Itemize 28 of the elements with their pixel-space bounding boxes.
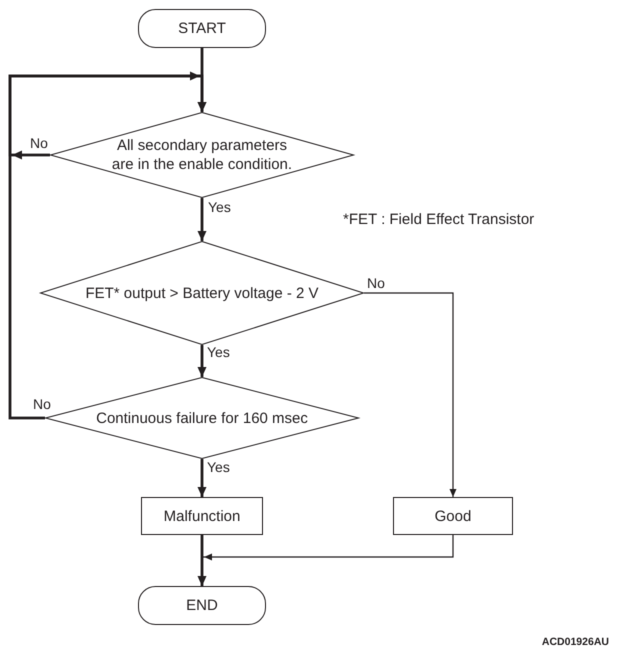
flow-arrow — [198, 198, 206, 241]
decision-diamond — [50, 112, 354, 198]
edge-label: No — [30, 135, 48, 151]
edge-label: No — [367, 275, 385, 291]
terminal-label: START — [178, 19, 226, 38]
edge-label: Yes — [208, 199, 231, 215]
edge-label: Yes — [207, 344, 230, 360]
flow-arrow — [198, 459, 206, 497]
flow-arrow — [198, 535, 454, 586]
process-label: Malfunction — [164, 506, 240, 526]
flow-arrow — [198, 535, 206, 586]
terminal-shape — [138, 586, 266, 625]
decision-text: Continuous failure for 160 msec — [96, 408, 308, 428]
decision-text: FET* output > Battery voltage - 2 V — [85, 284, 319, 302]
process-label: Good — [434, 506, 472, 526]
flow-arrow — [364, 292, 456, 497]
terminal-shape — [138, 9, 266, 48]
flow-arrow — [198, 345, 206, 377]
edge-label: No — [33, 396, 51, 412]
decision-text: All secondary parameters are in the enable condition. — [110, 136, 294, 174]
decision-diamond — [40, 241, 364, 345]
process-box — [141, 497, 263, 535]
figure-code: ACD01926AU — [542, 636, 609, 649]
edge-label: Yes — [207, 459, 230, 475]
flow-arrow — [8, 72, 206, 420]
terminal-label: END — [186, 596, 218, 615]
process-box — [393, 497, 513, 535]
footnote: *FET : Field Effect Transistor — [343, 211, 534, 229]
